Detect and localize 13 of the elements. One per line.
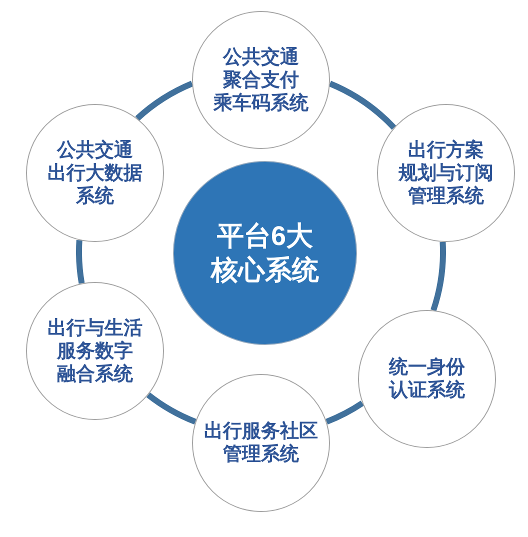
ring-arc [76,240,85,284]
circle-label: 公共交通出行大数据系统 [48,138,142,208]
ring-arc [135,80,194,121]
ring-arc [328,80,396,130]
circle-label: 公共交通聚合支付乘车码系统 [214,46,308,114]
ring-arc [146,392,197,424]
circle-label: 出行与生活服务数字融合系统 [48,316,142,386]
circle-label: 平台6大核心系统 [211,220,319,287]
circle-label: 出行服务社区管理系统 [204,420,318,466]
circle-label: 统一身份认证系统 [389,356,465,402]
ring-arc [430,242,446,312]
ring-arc [326,400,364,425]
circle-label: 出行方案规划与订阅管理系统 [398,138,494,208]
